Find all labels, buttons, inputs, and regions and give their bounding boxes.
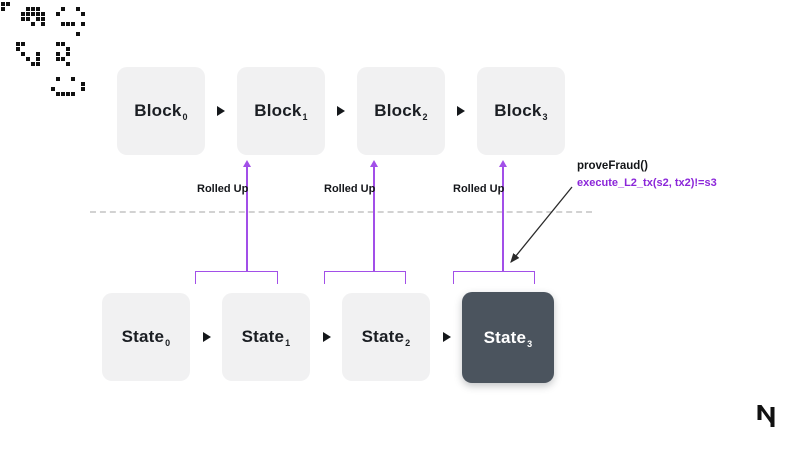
state-label: State2: [361, 327, 411, 348]
rollup-bracket: [195, 271, 278, 284]
state-box-3: State3: [462, 292, 554, 383]
annotation-title: proveFraud(): [577, 160, 648, 172]
arrow-right-icon: [217, 106, 225, 116]
rollup-stem: [246, 167, 248, 271]
arrow-right-icon: [457, 106, 465, 116]
block-box-0: Block0: [117, 67, 205, 155]
rolled-up-label: Rolled Up: [324, 183, 376, 195]
dashed-divider: [90, 211, 592, 213]
block-label: Block1: [254, 101, 308, 122]
arrow-up-icon: [370, 160, 378, 167]
state-label: State0: [121, 327, 171, 348]
block-label: Block2: [374, 101, 428, 122]
rolled-up-label: Rolled Up: [453, 183, 505, 195]
state-label: State3: [483, 327, 533, 349]
block-label: Block3: [494, 101, 548, 122]
arrow-up-icon: [499, 160, 507, 167]
arrow-right-icon: [337, 106, 345, 116]
state-label: State1: [241, 327, 291, 348]
annotation-arrow-icon: [510, 186, 573, 264]
rollup-bracket: [453, 271, 535, 284]
arrow-right-icon: [443, 332, 451, 342]
logo-mark-icon: [757, 405, 775, 427]
block-box-3: Block3: [477, 67, 565, 155]
rollup-stem: [502, 167, 504, 271]
block-box-1: Block1: [237, 67, 325, 155]
state-box-1: State1: [222, 293, 310, 381]
arrow-up-icon: [243, 160, 251, 167]
rollup-bracket: [324, 271, 406, 284]
rolled-up-label: Rolled Up: [197, 183, 249, 195]
block-box-2: Block2: [357, 67, 445, 155]
rollup-stem: [373, 167, 375, 271]
pixel-decoration: [0, 0, 100, 100]
state-box-0: State0: [102, 293, 190, 381]
annotation-code: execute_L2_tx(s2, tx2)!=s3: [577, 177, 717, 189]
block-label: Block0: [134, 101, 188, 122]
arrow-right-icon: [323, 332, 331, 342]
state-box-2: State2: [342, 293, 430, 381]
arrow-right-icon: [203, 332, 211, 342]
